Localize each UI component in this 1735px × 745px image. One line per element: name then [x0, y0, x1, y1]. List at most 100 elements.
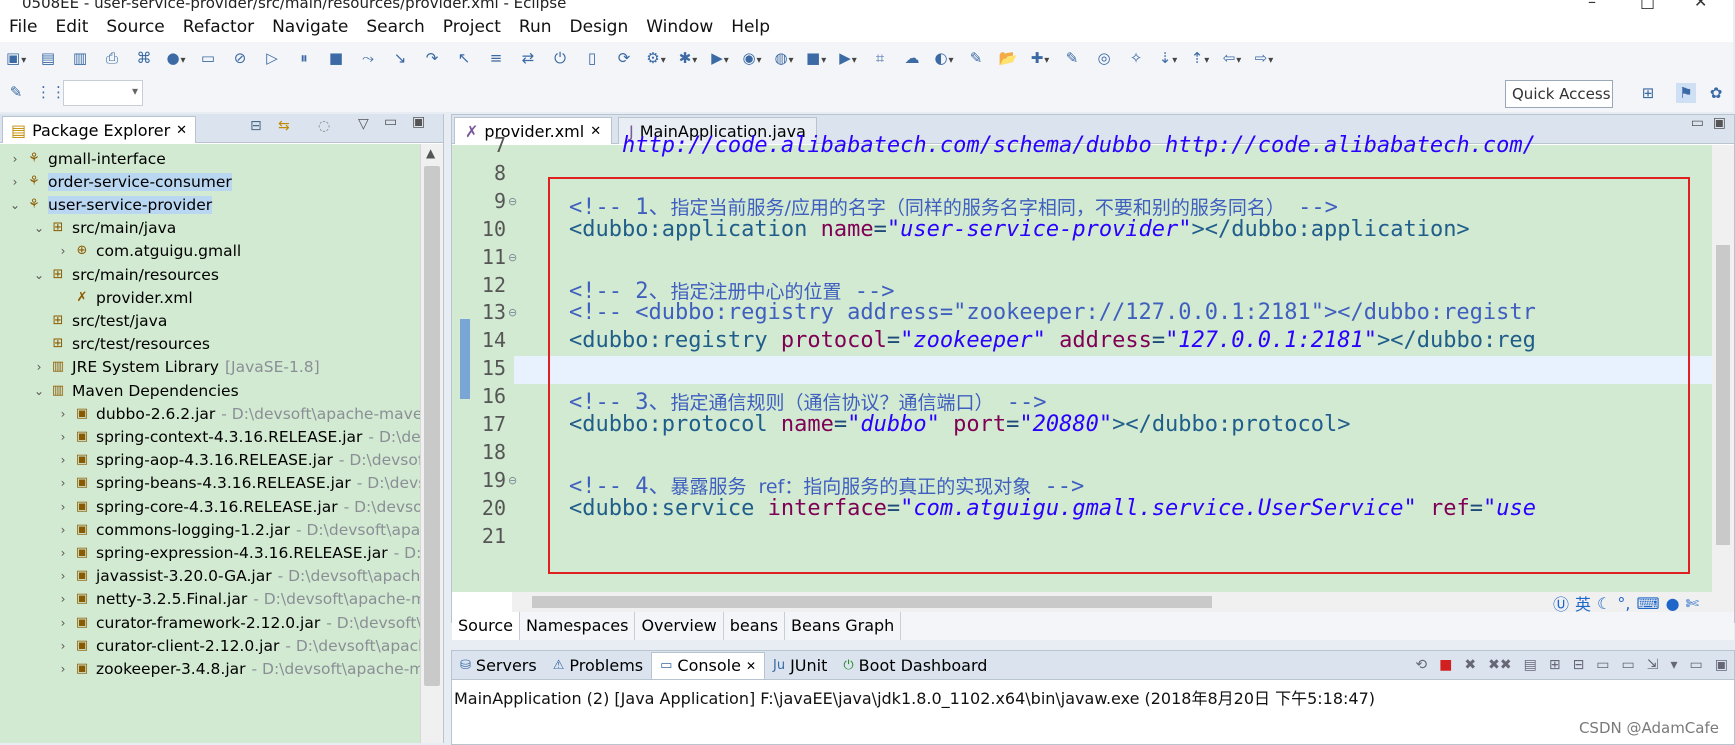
new-icon[interactable]: ▣	[6, 48, 26, 68]
editor-vertical-scrollbar[interactable]	[1712, 145, 1734, 612]
outline-icon[interactable]: ⌘	[136, 49, 152, 67]
annotation-icon[interactable]: ✎	[1065, 49, 1079, 67]
chevron-right-icon[interactable]: ›	[60, 453, 66, 468]
tab-provider-xml[interactable]: ✗ provider.xml ✕	[454, 117, 613, 144]
console-toolbar-icon[interactable]: ■	[1439, 657, 1453, 673]
spring-boot-icon[interactable]: ⏻	[554, 49, 566, 67]
ime-mode[interactable]: 英	[1575, 595, 1592, 614]
page-tab-source[interactable]: Source	[452, 612, 520, 640]
refresh-icon[interactable]: ⟳	[617, 49, 631, 67]
scroll-up-icon[interactable]: ▲	[426, 146, 436, 160]
chevron-right-icon[interactable]: ›	[12, 151, 18, 166]
close-icon[interactable]: ✕	[590, 123, 602, 139]
tree-item[interactable]: ›▣curator-framework-2.12.0.jar- D:\devso…	[0, 610, 476, 635]
page-tab-beans[interactable]: beans	[724, 612, 786, 640]
console-toolbar-icon[interactable]: ▤	[1523, 657, 1537, 673]
chevron-right-icon[interactable]: ›	[12, 174, 18, 189]
console-toolbar-icon[interactable]: ✖	[1464, 657, 1477, 673]
tree-item[interactable]: ›▣commons-logging-1.2.jar- D:\devsoft\ap…	[0, 517, 476, 542]
chevron-right-icon[interactable]: ›	[60, 638, 66, 653]
menu-help[interactable]: Help	[731, 17, 771, 37]
console-toolbar-icon[interactable]: ⇲	[1646, 657, 1659, 673]
console-toolbar-icon[interactable]: ⟲	[1415, 657, 1428, 673]
scrollbar-thumb[interactable]	[424, 166, 440, 686]
code-line[interactable]: <dubbo:application name="user-service-pr…	[568, 216, 1470, 242]
scrollbar-thumb[interactable]	[532, 596, 1212, 608]
console-toolbar-icon[interactable]: ▣	[1714, 657, 1728, 673]
next-annotation-icon[interactable]: ⇣	[1158, 48, 1178, 68]
focus-icon[interactable]: ◌	[318, 118, 331, 134]
step-into-icon[interactable]: ↘	[393, 49, 407, 67]
quick-access-input[interactable]: Quick Access	[1505, 80, 1613, 108]
menu-run[interactable]: Run	[518, 17, 552, 37]
chevron-right-icon[interactable]: ›	[60, 406, 66, 421]
menu-source[interactable]: Source	[106, 17, 165, 37]
minimize-view-icon[interactable]: ▭	[384, 114, 398, 130]
tree-item[interactable]: ›▣zookeeper-3.4.8.jar- D:\devsoft\apache…	[0, 656, 476, 681]
console-toolbar-icon[interactable]: ▭	[1689, 657, 1703, 673]
print-icon[interactable]: ⎙	[105, 49, 118, 67]
menu-refactor[interactable]: Refactor	[182, 17, 255, 37]
console-toolbar-icon[interactable]: ▭	[1596, 657, 1610, 673]
code-line[interactable]: <dubbo:protocol name="dubbo" port="20880…	[568, 412, 1351, 437]
link-with-editor-icon[interactable]: ⇆	[278, 118, 290, 134]
relaunch-icon[interactable]: ▶	[838, 48, 858, 68]
close-button[interactable]: ✕	[1694, 0, 1708, 11]
maximize-button[interactable]: □	[1640, 0, 1656, 11]
tree-item[interactable]: ›▣javassist-3.20.0-GA.jar- D:\devsoft\ap…	[0, 564, 476, 589]
open-task-icon[interactable]: ✎	[969, 49, 983, 67]
keyboard-icon[interactable]: ⌨	[1636, 593, 1660, 613]
tree-item[interactable]: ›▣spring-aop-4.3.16.RELEASE.jar- D:\devs…	[0, 448, 476, 473]
code-line[interactable]: <!-- <dubbo:registry address="zookeeper:…	[516, 300, 1536, 326]
menu-window[interactable]: Window	[646, 17, 714, 37]
pen-icon[interactable]: ✎	[9, 83, 23, 101]
chevron-right-icon[interactable]: ›	[60, 545, 66, 560]
tree-item[interactable]: ⌄⊞src/main/java	[0, 216, 452, 241]
console-toolbar-icon[interactable]: ⊟	[1572, 657, 1585, 673]
menu-search[interactable]: Search	[366, 17, 425, 37]
tree-item[interactable]: ›▣spring-context-4.3.16.RELEASE.jar- D:\…	[0, 424, 476, 449]
menu-file[interactable]: File	[9, 17, 38, 37]
web-browser-icon[interactable]: ◎	[1097, 49, 1111, 67]
chevron-right-icon[interactable]: ›	[60, 522, 66, 537]
open-type-icon[interactable]: ⌗	[875, 49, 885, 67]
code-line[interactable]: <!-- 2、指定注册中心的位置 -->	[516, 278, 895, 304]
tree-item[interactable]: ✗provider.xml	[0, 285, 476, 310]
tab-problems[interactable]: ⚠Problems	[545, 652, 651, 678]
profile-icon[interactable]: ◍	[774, 48, 794, 68]
disconnect-icon[interactable]: ⤳	[361, 49, 374, 67]
menu-navigate[interactable]: Navigate	[272, 17, 349, 37]
code-area[interactable]: 7 http://code.alibabatech.com/schema/dub…	[452, 133, 1712, 592]
package-explorer-scrollbar[interactable]: ▲	[420, 144, 443, 743]
chevron-down-icon[interactable]: ⌄	[33, 267, 45, 282]
console-toolbar-icon[interactable]: ▭	[1621, 657, 1635, 673]
search-icon[interactable]: ✚	[1030, 48, 1050, 68]
code-line[interactable]: <!-- 3、指定通信规则（通信协议？通信端口） -->	[516, 390, 1047, 416]
chevron-right-icon[interactable]: ›	[60, 429, 66, 444]
chevron-right-icon[interactable]: ›	[60, 661, 66, 676]
view-menu-icon[interactable]: ▽	[358, 116, 369, 132]
chevron-right-icon[interactable]: ›	[36, 360, 42, 375]
skip-breakpoints-icon[interactable]: ⊘	[233, 49, 247, 67]
chevron-down-icon[interactable]: ⌄	[33, 383, 45, 398]
step-return-icon[interactable]: ↖	[457, 49, 471, 67]
tree-item[interactable]: ›▣spring-beans-4.3.16.RELEASE.jar- D:\de…	[0, 471, 476, 496]
code-line[interactable]: <dubbo:registry protocol="zookeeper" add…	[568, 328, 1536, 354]
previous-annotation-icon[interactable]: ⇡	[1190, 48, 1210, 68]
tab-boot-dashboard[interactable]: ⏻Boot Dashboard	[835, 652, 995, 678]
tree-item[interactable]: ›⊕com.atguigu.gmall	[0, 239, 476, 264]
page-tab-namespaces[interactable]: Namespaces	[520, 612, 636, 640]
minimize-editor-icon[interactable]: ▭	[1690, 115, 1704, 131]
tree-item[interactable]: ⊞src/test/java	[0, 308, 452, 333]
java-ee-perspective-icon[interactable]: ⚑	[1676, 83, 1696, 103]
save-icon[interactable]: ▤	[40, 49, 56, 67]
tree-item[interactable]: ⌄▥Maven Dependencies	[0, 378, 452, 403]
page-tab-beans-graph[interactable]: Beans Graph	[785, 612, 902, 640]
page-tab-overview[interactable]: Overview	[635, 612, 724, 640]
tree-item[interactable]: ⊞src/test/resources	[0, 332, 452, 357]
collapse-all-icon[interactable]: ⊟	[250, 118, 262, 134]
new-server-icon[interactable]: ☁	[902, 48, 922, 68]
external-tools-icon[interactable]: ⚙	[646, 48, 666, 68]
forward-icon[interactable]: ⇨	[1254, 48, 1274, 68]
